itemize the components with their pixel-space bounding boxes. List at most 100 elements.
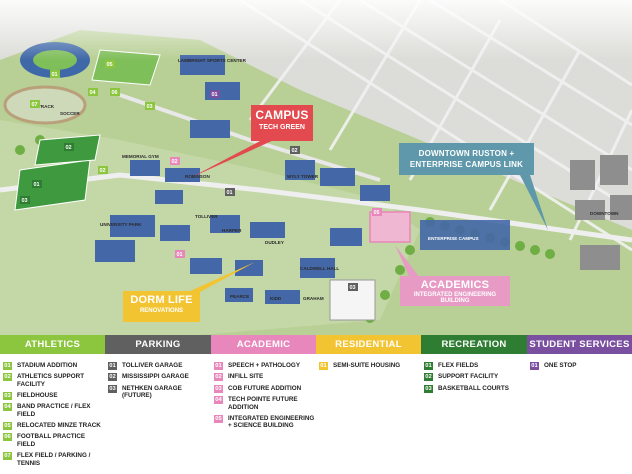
map-label-kidd: KIDD — [270, 296, 282, 301]
legend-item-label: FIELDHOUSE — [17, 391, 58, 399]
legend-item-label: INFILL SITE — [228, 373, 264, 381]
campus-map: LAMBRIGHT SPORTS CENTER MEMORIAL GYM ROB… — [0, 0, 632, 335]
legend-item-number: 04 — [3, 403, 12, 412]
map-badge-student-services-01: 01 — [210, 90, 220, 98]
svg-text:01: 01 — [34, 182, 40, 188]
callout-campus: CAMPUS TECH GREEN — [251, 105, 313, 141]
legend-item-number: 03 — [214, 384, 223, 393]
legend-item-number: 02 — [214, 373, 223, 382]
map-label-tolliver: TOLLIVER — [195, 214, 218, 219]
legend-item-label: MISSISSIPPI GARAGE — [122, 373, 189, 381]
legend-item-academic-03: 03 COB FUTURE ADDITION — [214, 384, 316, 393]
callout-academics-subtitle: INTEGRATED ENGINEERING BUILDING — [413, 292, 497, 304]
legend-item-label: ATHLETICS SUPPORT FACILITY — [17, 373, 85, 388]
legend-column-athletics: ATHLETICS 01 STADIUM ADDITION 02 ATHLETICS … — [0, 335, 105, 474]
callout-academics: ACADEMICS INTEGRATED ENGINEERING BUILDIN… — [400, 276, 510, 306]
legend-item-academic-02: 02 INFILL SITE — [214, 373, 316, 382]
map-label-downtown: DOWNTOWN — [590, 211, 619, 216]
callout-dorm-life-title: DORM LIFE — [130, 294, 193, 306]
map-label-university-park: UNIVERSITY PARK — [100, 222, 142, 227]
map-label-memorial-gym: MEMORIAL GYM — [122, 154, 159, 159]
svg-text:05: 05 — [107, 62, 113, 68]
map-badge-athletics-04: 04 — [88, 88, 98, 96]
legend-item-number: 01 — [319, 362, 328, 370]
map-label-graham: GRAHAM — [303, 296, 324, 301]
legend-item-recreation-03: 03 BASKETBALL COURTS — [424, 384, 527, 393]
map-label-lambright: LAMBRIGHT SPORTS CENTER — [178, 58, 247, 63]
legend-item-label: ONE STOP — [544, 362, 577, 369]
legend-item-label: COB FUTURE ADDITION — [228, 384, 302, 392]
legend-item-label: SEMI-SUITE HOUSING — [333, 362, 401, 369]
callout-dorm-life: DORM LIFE RENOVATIONS — [123, 291, 200, 322]
svg-text:02: 02 — [292, 148, 298, 154]
map-label-dudley: DUDLEY — [265, 240, 284, 245]
legend-items-athletics: 01 STADIUM ADDITION 02 ATHLETICS SUPPORT FA… — [0, 354, 105, 467]
map-badge-athletics-03: 03 — [145, 102, 155, 110]
callout-downtown-title: DOWNTOWN RUSTON + ENTERPRISE CAMPUS LINK — [409, 149, 524, 169]
map-badge-athletics-02: 02 — [98, 166, 108, 174]
svg-text:01: 01 — [177, 252, 183, 258]
svg-text:03: 03 — [22, 198, 28, 204]
legend-items-student-services: 01 ONE STOP — [527, 354, 632, 370]
svg-text:01: 01 — [212, 92, 218, 98]
map-badge-athletics-07: 07 — [30, 100, 40, 108]
legend-item-recreation-01: 01 FLEX FIELDS — [424, 362, 527, 370]
svg-text:04: 04 — [90, 90, 97, 96]
map-badge-parking-03: 03 — [348, 283, 358, 291]
svg-text:02: 02 — [66, 145, 72, 151]
legend-item-parking-02: 02 MISSISSIPPI GARAGE — [108, 373, 211, 382]
legend-item-athletics-02: 02 ATHLETICS SUPPORT FACILITY — [3, 373, 105, 388]
map-label-wyly-tower: WYLY TOWER — [287, 174, 319, 179]
svg-text:07: 07 — [32, 102, 38, 108]
legend-item-number: 04 — [214, 396, 223, 405]
map-label-harper: HARPER — [222, 228, 242, 233]
legend-item-label: FOOTBALL PRACTICE FIELD — [17, 433, 86, 448]
legend-item-label: INTEGRATED ENGINEERING + SCIENCE BUILDIN… — [228, 414, 315, 430]
map-badge-academic-05: 05 — [372, 208, 382, 216]
legend-item-number: 02 — [108, 373, 117, 382]
map-badge-recreation-03: 03 — [20, 196, 30, 204]
legend-item-student_services-01: 01 ONE STOP — [530, 362, 632, 370]
map-badge-parking-02: 02 — [290, 146, 300, 154]
svg-text:03: 03 — [147, 104, 153, 110]
legend-item-number: 03 — [108, 384, 117, 393]
legend-item-label: SUPPORT FACILITY — [438, 373, 499, 381]
legend-item-label: BASKETBALL COURTS — [438, 384, 509, 392]
map-label-caldwell: CALDWELL HALL — [300, 266, 339, 271]
legend-item-label: FLEX FIELD / PARKING / TENNIS — [17, 451, 91, 467]
legend-item-label: STADIUM ADDITION — [17, 362, 78, 369]
legend-header-athletics: ATHLETICS — [0, 335, 105, 354]
svg-text:02: 02 — [172, 159, 178, 165]
map-label-track: TRACK — [38, 104, 55, 109]
legend-item-number: 03 — [424, 384, 433, 393]
legend-header-recreation: RECREATION — [421, 335, 527, 354]
legend-items-residential: 01 SEMI-SUITE HOUSING — [316, 354, 421, 370]
svg-text:01: 01 — [52, 72, 58, 78]
legend-item-label: TOLLIVER GARAGE — [122, 362, 183, 369]
legend-item-label: SPEECH + PATHOLOGY — [228, 362, 301, 369]
callout-downtown: DOWNTOWN RUSTON + ENTERPRISE CAMPUS LINK — [399, 143, 534, 175]
legend-item-athletics-07: 07 FLEX FIELD / PARKING / TENNIS — [3, 451, 105, 467]
legend-item-number: 02 — [3, 373, 12, 382]
legend-item-number: 07 — [3, 451, 12, 460]
legend-item-label: FLEX FIELDS — [438, 362, 479, 369]
legend-header-student-services: STUDENT SERVICES — [527, 335, 632, 354]
svg-text:02: 02 — [100, 168, 106, 174]
legend-item-number: 01 — [530, 362, 539, 370]
legend-item-number: 01 — [3, 362, 12, 370]
map-label-pearce: PEARCE — [230, 294, 249, 299]
map-badge-academic-02: 02 — [170, 157, 180, 165]
legend-item-number: 01 — [424, 362, 433, 370]
svg-text:03: 03 — [350, 285, 356, 291]
